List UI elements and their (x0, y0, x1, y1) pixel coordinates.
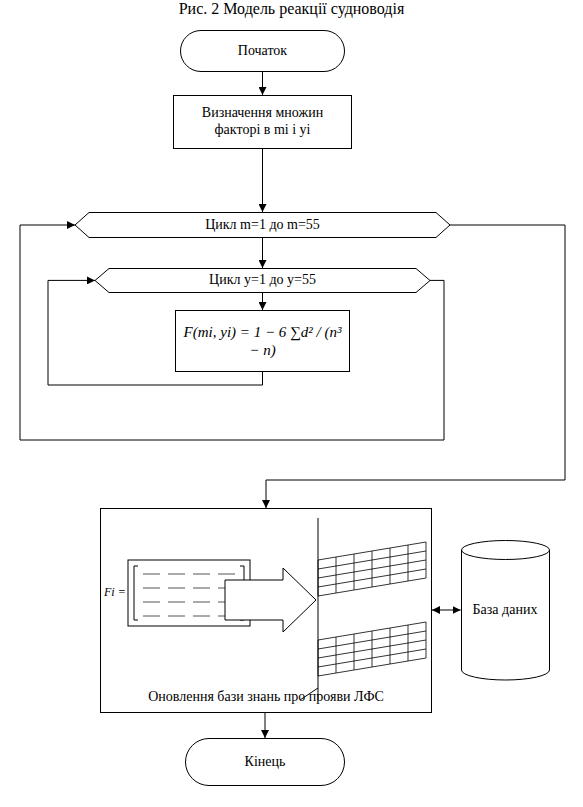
flow-connector (262, 238, 263, 268)
database-cylinder: База даних (461, 540, 550, 680)
loop-hexagon: Цикл y=1 до y=55 (95, 268, 430, 293)
node-text: Цикл m=1 до m=55 (199, 217, 326, 234)
flow-connector (432, 610, 461, 611)
formula-box: F(mi, yi) = 1 − 6 ∑d² / (n³ − n) (175, 310, 350, 372)
flow-connector (262, 149, 263, 212)
start-terminator: Початок (180, 30, 345, 72)
end-terminator: Кінець (185, 738, 345, 786)
node-text: Кінець (239, 754, 292, 771)
flow-connector (20, 225, 444, 440)
loop-hexagon: Цикл m=1 до m=55 (75, 212, 450, 238)
node-text: F(mi, yi) = 1 − 6 ∑d² / (n³ − n) (176, 323, 349, 359)
node-text: Цикл y=1 до y=55 (203, 272, 322, 289)
process-box: Визначення множин факторі в mi і yi (173, 95, 352, 149)
grid-planes (318, 542, 426, 676)
flow-connector (262, 293, 263, 310)
node-text: Визначення множин факторі в mi і yi (174, 105, 351, 139)
transfer-arrow (225, 568, 316, 632)
flow-connector (265, 713, 266, 738)
update-block: Оновлення бази знань про прояви ЛФС (100, 508, 432, 713)
node-text: Оновлення бази знань про прояви ЛФС (142, 689, 390, 706)
node-text: Початок (232, 43, 293, 60)
matrix-cells (143, 574, 235, 616)
flow-connector (262, 72, 263, 95)
figure-title: Рис. 2 Модель реакції судноводія (0, 0, 583, 18)
matrix-label: Fi = (104, 585, 126, 600)
node-text: База даних (467, 602, 544, 619)
